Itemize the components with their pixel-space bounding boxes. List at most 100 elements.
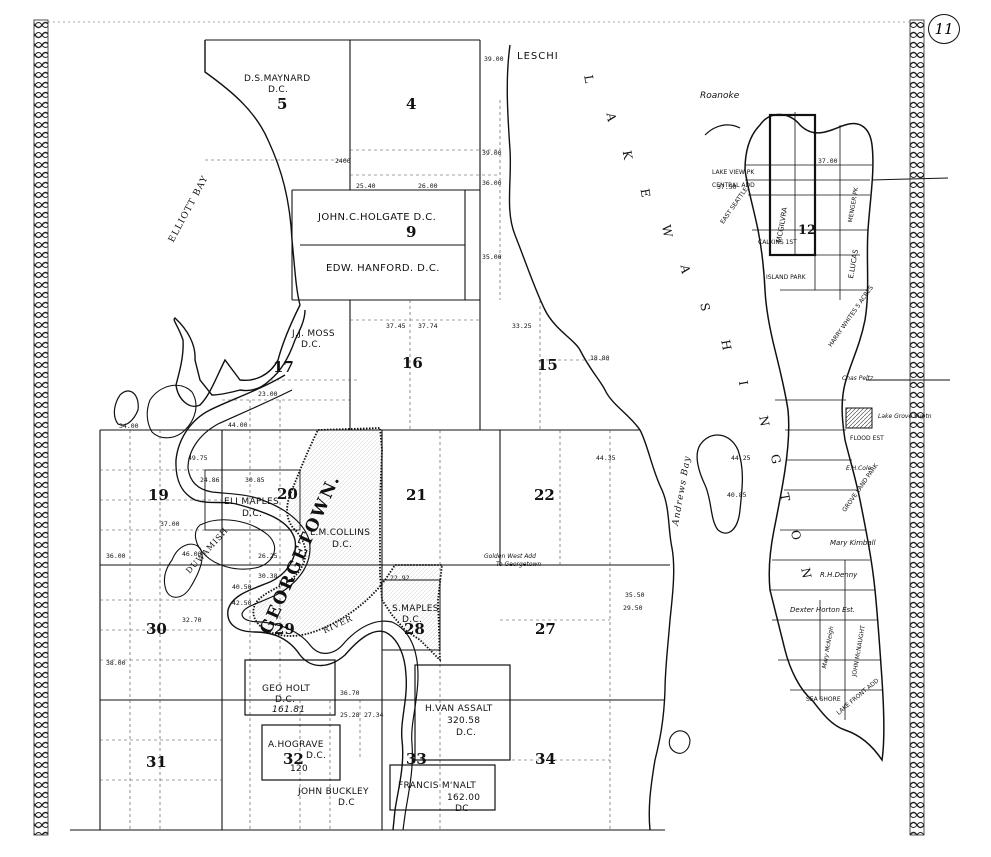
mercer-island-outline <box>744 113 885 763</box>
hograve-claim-acres: 120 <box>290 764 309 774</box>
west-tideflats <box>113 390 139 426</box>
lake-grove-label: Lake Grove Suptn <box>878 413 932 420</box>
acreage: 36.70 <box>340 689 360 697</box>
mary-kimball-label: Mary Kimball <box>830 539 876 547</box>
van-assalt-claim-name: H.VAN ASSALT <box>425 704 493 714</box>
hanford-claim: EDW. HANFORD. D.C. <box>326 263 440 274</box>
roanoke-label: Roanoke <box>700 91 740 101</box>
maples-claim <box>204 469 301 531</box>
acreage: 23.00 <box>258 390 278 398</box>
acreage: 37.45 <box>386 322 406 330</box>
section-19: 19 <box>148 486 169 504</box>
acreage: 35.50 <box>625 591 645 599</box>
lake-letter: O <box>787 528 804 544</box>
section-34: 34 <box>535 750 556 768</box>
acreage: 2400 <box>335 157 351 165</box>
leschi-label: LESCHI <box>517 51 559 62</box>
calkins-label: CALKINS 1ST <box>758 239 797 246</box>
hograve-claim-dc: D.C. <box>306 751 327 761</box>
duwamish-river <box>175 374 408 831</box>
mcnalt-claim-dc: DC <box>455 804 469 814</box>
van-assalt-claim-dc: D.C. <box>456 728 477 738</box>
lake-view-pk-label: LAKE VIEW PK <box>712 169 755 176</box>
collins-claim-dc: D.C. <box>332 540 353 550</box>
sea-shore-label: SEA SHORE <box>806 696 841 703</box>
mcgilvra-block <box>768 113 817 257</box>
golden-west-add-label: Golden West Add <box>484 553 536 560</box>
acreage: 30.38 <box>258 572 278 580</box>
acreage: 49.75 <box>188 454 208 462</box>
eli-maples-claim-name: ELI MAPLES <box>224 497 279 507</box>
acreage: 24.86 <box>200 476 220 484</box>
lake-letter: A <box>677 263 694 277</box>
acreage: 37.00 <box>160 520 180 528</box>
hograve-claim <box>261 724 341 781</box>
acreage: 27.34 <box>364 711 384 719</box>
lake-letter: H <box>718 338 735 354</box>
collins-claim-name: L.M.COLLINS <box>310 528 371 538</box>
section-27: 27 <box>535 620 556 638</box>
moss-claim-name: J.J. MOSS <box>292 329 335 339</box>
section-12: 12 <box>798 223 817 238</box>
andrews-bay-peninsula <box>696 434 744 534</box>
subdivision-lines <box>100 100 611 830</box>
acreage: 37.00 <box>818 157 838 165</box>
van-assalt-claim <box>414 664 511 761</box>
page-number: 11 <box>928 14 960 44</box>
lake-letter: W <box>659 223 676 241</box>
east-shore-line <box>704 124 741 136</box>
central-add-label: CENTRAL ADD <box>712 182 755 189</box>
maynard-claim-name: D.S.MAYNARD <box>244 74 311 84</box>
mcnalt-claim <box>389 764 496 811</box>
acreage: 26.00 <box>418 182 438 190</box>
moss-claim-dc: D.C. <box>301 340 322 350</box>
section-33: 33 <box>406 750 427 768</box>
left-border-rope <box>33 19 49 836</box>
acreage: 40.50 <box>232 583 252 591</box>
buckley-claim-dc: D.C <box>338 798 355 808</box>
acreage: 32.70 <box>182 616 202 624</box>
holt-claim-acres: 161.81 <box>272 705 306 715</box>
acreage: 38.00 <box>106 659 126 667</box>
section-29: 29 <box>274 620 295 638</box>
acreage: 42.50 <box>232 599 252 607</box>
acreage: 25.28 <box>340 711 360 719</box>
acreage: 39.00 <box>484 55 504 63</box>
section-20: 20 <box>277 485 298 503</box>
acreage: 22.92 <box>390 574 410 582</box>
island-park-label: ISLAND PARK <box>766 274 806 281</box>
section-28: 28 <box>404 620 425 638</box>
lake-letter: G <box>767 453 784 467</box>
lake-washington-west-shore <box>506 44 675 831</box>
duwamish-river-bank <box>187 389 419 831</box>
acreage: 36.00 <box>106 552 126 560</box>
lake-letter: T <box>777 491 793 505</box>
holt-claim-dc: D.C. <box>275 695 296 705</box>
eh-cole-label: E.H.Cole <box>846 465 872 472</box>
acreage: 36.00 <box>482 179 502 187</box>
lake-grove-block <box>845 407 873 429</box>
acreage: 34.00 <box>119 422 139 430</box>
hograve-claim-name: A.HOGRAVE <box>268 740 324 750</box>
section-17: 17 <box>273 358 294 376</box>
lake-islet <box>668 730 691 754</box>
buckley-claim-name: JOHN BUCKLEY <box>298 787 369 797</box>
mcnalt-claim-acres: 162.00 <box>447 793 481 803</box>
section-30: 30 <box>146 620 167 638</box>
section-32: 32 <box>283 750 304 768</box>
acreage: 30.85 <box>245 476 265 484</box>
mcnalt-claim-name: FRANCIS M'NALT <box>398 781 477 791</box>
mercer-island-east-line <box>871 177 949 181</box>
acreage: 44.35 <box>596 454 616 462</box>
flood-est-label: FLOOD EST <box>850 435 884 442</box>
acreage: 26.25 <box>258 552 278 560</box>
lake-letter: N <box>756 414 773 430</box>
section-9: 9 <box>406 223 417 241</box>
eli-maples-claim-dc: D.C. <box>242 509 263 519</box>
river-oxbow-inner <box>163 543 203 598</box>
acreage: 33.25 <box>512 322 532 330</box>
section-31: 31 <box>146 753 167 771</box>
holt-claim-name: GEO HOLT <box>262 684 311 694</box>
dexter-horton-label: Dexter Horton Est. <box>790 606 856 614</box>
section-4: 4 <box>406 95 417 113</box>
